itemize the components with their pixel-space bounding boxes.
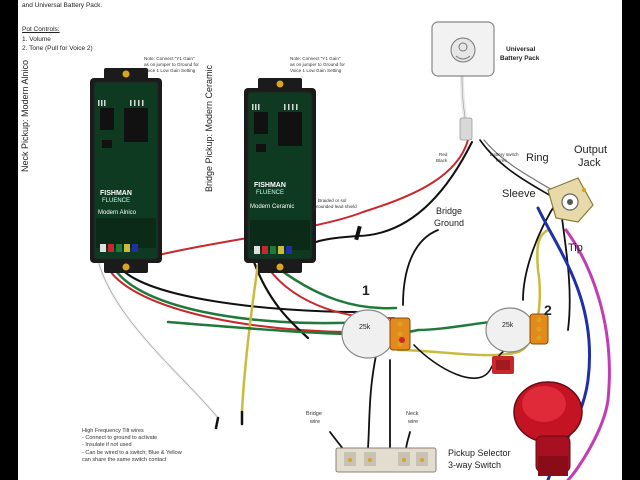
sleeve-label: Sleeve	[502, 188, 536, 200]
selector-switch	[335, 447, 437, 473]
wire-bridge-ground	[402, 229, 439, 306]
output-jack-label-1: Output	[574, 144, 608, 156]
wire-tip	[561, 217, 571, 331]
bridge-ground-2: Ground	[434, 218, 465, 228]
hf-note-5: can share the same switch contact	[82, 456, 167, 463]
neck-pickup-label: Neck Pickup: Modern Alnico	[20, 59, 30, 172]
bridge-board-text: Modern Ceramic	[250, 204, 295, 210]
output-jack-label-2: Jack	[578, 157, 601, 169]
battery-pack	[431, 21, 495, 141]
bridge-note-3: Voice 1 Low Gain Setting	[290, 68, 342, 73]
neck-brand: FISHMAN	[100, 190, 132, 197]
tip-label: Tip	[568, 242, 583, 254]
header-line: and Universal Battery Pack.	[22, 2, 103, 9]
neck-board-text: Modern Alnico	[98, 210, 137, 216]
neck-note-3: Voice 1 Low Gain Setting	[144, 68, 196, 73]
braided-shield-2: grounded lead shield	[314, 204, 357, 209]
red-label: Red	[439, 152, 448, 157]
bridge-model: FLUENCE	[256, 190, 285, 196]
selector-label-1: Pickup Selector	[448, 448, 511, 458]
wire-neck-white	[96, 258, 220, 420]
battery-label-1: Universal	[506, 46, 536, 53]
push-button	[513, 381, 583, 476]
wire-bridge-yellow	[240, 262, 260, 414]
ring-label: Ring	[526, 152, 549, 164]
neck-pickup	[90, 68, 162, 273]
bridge-note-2: as on jumper to Ground for	[290, 62, 345, 67]
pot-1-value: 25k	[359, 324, 371, 331]
wire-sleeve	[522, 199, 559, 301]
black-label: Black	[436, 158, 448, 163]
wire-selector-neck	[405, 431, 411, 451]
battery-switch-label-2: wires	[496, 158, 507, 163]
wire-selector-bridge	[329, 431, 345, 451]
hf-note-3: - Insulate if not used	[82, 442, 132, 449]
braided-shield-1: Braided or sol	[318, 198, 347, 203]
output-jack	[547, 177, 594, 223]
pot-control-1: 1. Volume	[22, 36, 51, 43]
wire-magenta	[564, 228, 611, 480]
hf-note-2: - Connect to ground to activate	[82, 435, 158, 442]
diagram-graphics	[90, 21, 611, 480]
wire-selector-common	[367, 345, 379, 449]
wire-neck-black	[115, 261, 359, 313]
hf-note-4: - Can be wired to a switch; Blue & Yello…	[82, 449, 182, 456]
bridge-pickup-label: Bridge Pickup: Modern Ceramic	[204, 64, 214, 192]
selector-label-2: 3-way Switch	[448, 460, 502, 470]
bridge-wire-label-2: wire	[310, 419, 321, 425]
bridge-pickup	[244, 78, 316, 273]
pot-controls-title: Pot Controls:	[22, 26, 60, 33]
diagram-canvas: and Universal Battery Pack. Pot Controls…	[18, 0, 622, 480]
wire-neck-green	[108, 258, 365, 325]
wire-bridge-green	[268, 260, 398, 310]
hf-notes: High Frequency Tilt wires - Connect to g…	[82, 428, 182, 464]
battery-switch-label-1: Battery switch	[490, 152, 519, 157]
pot-2-number: 2	[544, 302, 552, 318]
neck-model: FLUENCE	[102, 198, 131, 204]
pot-control-2: 2. Tone (Pull for Voice 2)	[22, 45, 93, 52]
pot-1-number: 1	[362, 282, 370, 298]
pot-tone	[485, 307, 549, 374]
bridge-brand: FISHMAN	[254, 182, 286, 189]
neck-wire-label-2: wire	[408, 419, 419, 425]
neck-wire-label-1: Neck	[406, 411, 419, 417]
bridge-wire-label-1: Bridge	[306, 411, 322, 417]
bridge-note-1: Note: Connect "Y1 Gain"	[290, 56, 341, 61]
neck-note-2: as on jumper to Ground for	[144, 62, 199, 67]
hf-note-1: High Frequency Tilt wires	[82, 428, 144, 434]
pot-volume	[341, 309, 411, 359]
wire-battery-red	[145, 139, 469, 259]
neck-note-1: Note: Connect "Y1 Gain"	[144, 56, 195, 61]
bridge-ground-1: Bridge	[436, 206, 463, 216]
pot-2-value: 25k	[502, 322, 514, 329]
battery-label-2: Battery Pack	[500, 55, 540, 62]
